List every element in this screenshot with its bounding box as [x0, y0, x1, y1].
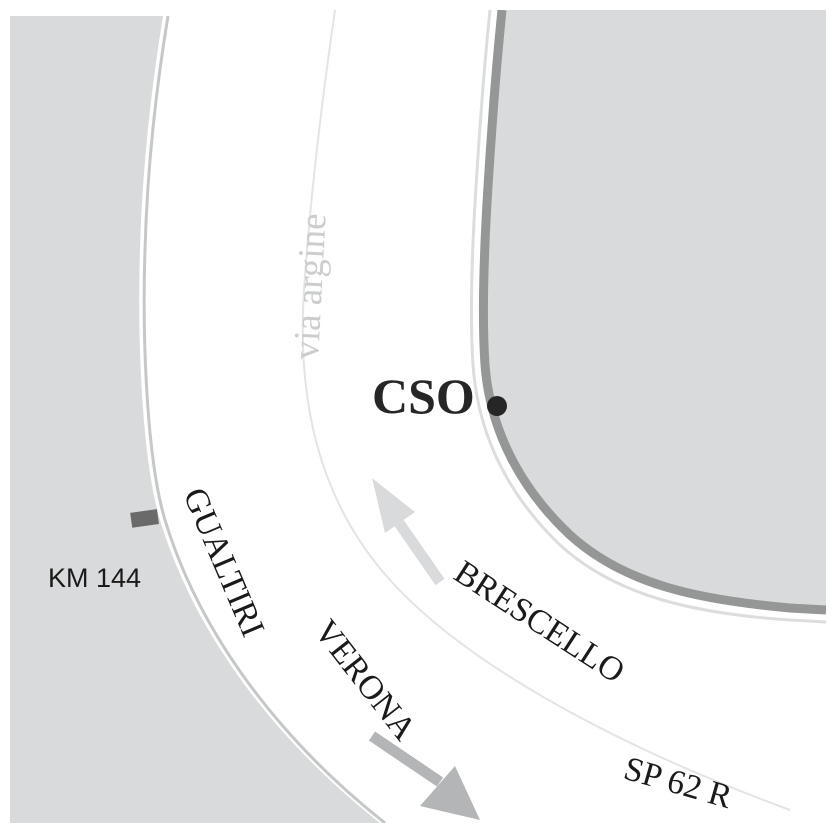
- label-cso: CSO: [372, 368, 475, 424]
- label-km-144: KM 144: [48, 563, 141, 593]
- arrow-brescello: [372, 478, 445, 586]
- land-right: [483, 10, 826, 610]
- label-via-argine: via argine: [286, 212, 335, 360]
- arrow-verona: [368, 731, 480, 820]
- river-bank-outline: [469, 10, 826, 624]
- road-edge-left: [142, 15, 386, 823]
- river-bank-edge: [478, 10, 826, 615]
- km-marker: [130, 509, 159, 528]
- cso-point: [487, 396, 507, 416]
- road-line-via-argine: [301, 10, 791, 811]
- land-left: [10, 16, 380, 823]
